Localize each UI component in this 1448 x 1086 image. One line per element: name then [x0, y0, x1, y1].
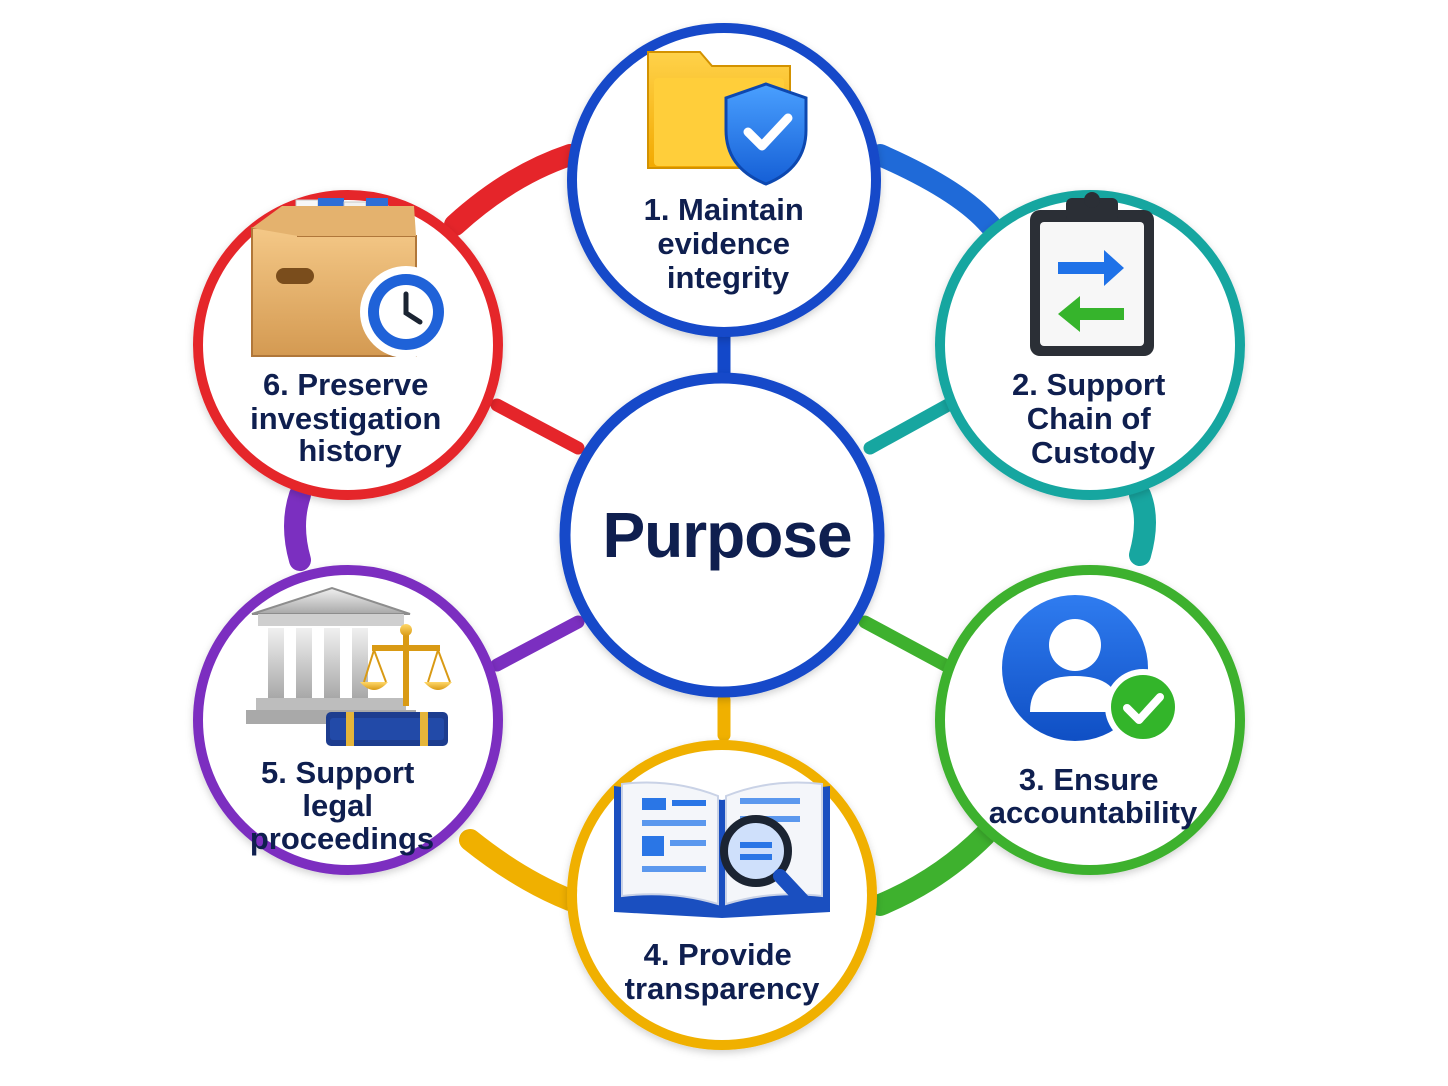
- ring-arc-top-left: [444, 144, 581, 236]
- node-3-label: 3. Ensure accountability: [989, 762, 1198, 830]
- user-check-icon: [1002, 595, 1181, 745]
- node-6-label: 6. Preserve investigation history: [250, 367, 450, 468]
- archive-box-clock-icon: [251, 198, 452, 358]
- node-support-legal-proceedings: 5. Support legal proceedings: [193, 565, 503, 875]
- ring-arc-bottom-right: [869, 824, 996, 916]
- ring-arc-bottom-left: [459, 829, 581, 911]
- center-label: Purpose: [602, 499, 851, 571]
- center-node: Purpose: [559, 372, 885, 698]
- spoke-2: [863, 398, 955, 455]
- center-circle: [559, 372, 885, 698]
- spoke-6: [490, 398, 585, 455]
- node-maintain-evidence-integrity: 1. Maintain evidence integrity: [567, 23, 881, 337]
- ring-arc-top-right: [869, 144, 1001, 236]
- book-magnifier-icon: [614, 781, 830, 918]
- node-4-label: 4. Provide transparency: [625, 937, 820, 1006]
- outer-ring: [284, 144, 1156, 916]
- clipboard-transfer-icon: [1030, 192, 1154, 356]
- node-ensure-accountability: 3. Ensure accountability: [935, 565, 1245, 875]
- courthouse-scales-icon: [246, 586, 452, 746]
- node-support-chain-of-custody: 2. Support Chain of Custody: [935, 190, 1245, 500]
- node-2-label: 2. Support Chain of Custody: [1012, 367, 1174, 470]
- node-preserve-investigation-history: 6. Preserve investigation history: [193, 190, 503, 500]
- spoke-3: [858, 615, 952, 672]
- node-1-label: 1. Maintain evidence integrity: [644, 192, 813, 295]
- ring-arc-right: [1129, 484, 1156, 566]
- node-5-label: 5. Support legal proceedings: [250, 755, 434, 856]
- ring-arc-left: [284, 484, 311, 571]
- node-provide-transparency: 4. Provide transparency: [567, 740, 877, 1050]
- folder-shield-icon: [647, 51, 808, 186]
- spokes: [490, 328, 955, 742]
- spoke-5: [490, 615, 585, 672]
